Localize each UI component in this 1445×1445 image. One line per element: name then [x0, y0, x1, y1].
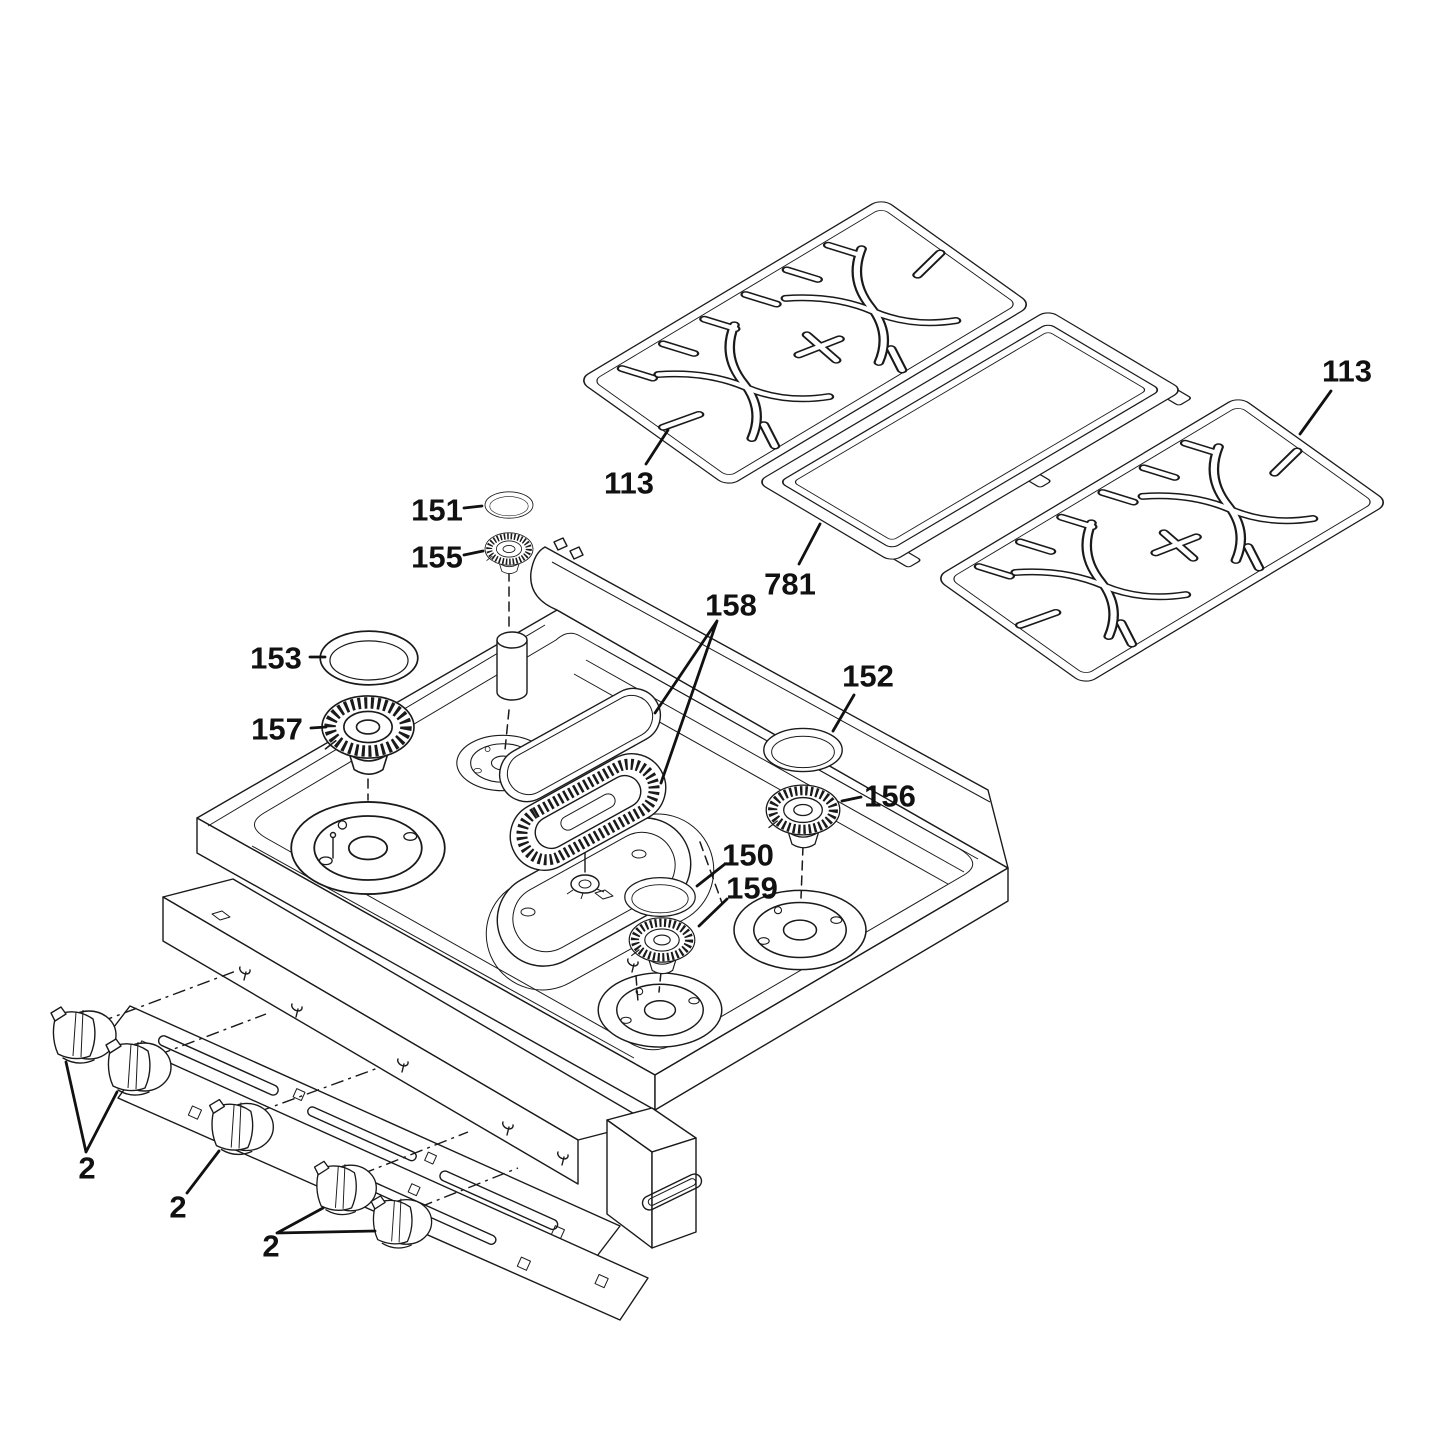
leader-159	[697, 897, 729, 928]
axis-right-rear	[800, 845, 804, 899]
manifold-bar-front	[162, 896, 579, 1185]
oval-base-boss	[631, 849, 647, 859]
cooktop-front-right-skirt	[654, 867, 1009, 1111]
leader-151	[462, 504, 484, 510]
part-label-2-middle: 2	[169, 1190, 186, 1225]
panel-end-slot	[641, 1173, 703, 1211]
part-label-113-left: 113	[604, 466, 654, 501]
manifold-bar-hole	[211, 910, 231, 921]
burner-cap-153	[319, 630, 419, 686]
part-label-113-right: 113	[1322, 354, 1372, 389]
part-label-781: 781	[764, 567, 816, 602]
leader-lines	[64, 389, 1333, 1235]
backsplash-clips	[553, 537, 584, 560]
leader-155	[462, 549, 485, 557]
cooktop-backsplash	[530, 546, 1009, 869]
leader-113-right	[1298, 389, 1333, 436]
leader-2-right	[275, 1206, 377, 1235]
part-label-156: 156	[864, 779, 916, 814]
part-label-152: 152	[842, 659, 894, 694]
oval-burner-cap	[498, 687, 662, 803]
deck-inner-outline	[254, 632, 974, 1051]
part-label-151: 151	[411, 493, 463, 528]
part-label-2-left: 2	[78, 1151, 95, 1186]
leader-152	[831, 693, 856, 733]
leader-781	[797, 522, 822, 566]
venturi-tube	[496, 631, 528, 701]
panel-end-block-side	[651, 1137, 697, 1249]
oval-spud-legs	[566, 888, 605, 900]
burner-head-155	[485, 533, 533, 574]
burner-cap-151	[484, 491, 534, 519]
leader-113-left	[644, 428, 670, 466]
axis-front-center	[635, 971, 662, 1003]
oval-assembly-axis	[699, 841, 723, 904]
burner-cap-150	[624, 877, 696, 917]
part-label-155: 155	[411, 540, 463, 575]
part-labels: 113 113 781 151 155 153 157 158 152 156 …	[78, 354, 1372, 1264]
oval-base-boss	[520, 907, 536, 917]
oval-burner-assembly	[485, 687, 723, 991]
oval-burner-ring	[509, 753, 667, 871]
control-panel-assembly	[50, 878, 703, 1321]
oval-spud-hole	[578, 879, 592, 889]
knob-axes	[99, 970, 519, 1208]
leader-156	[840, 795, 863, 803]
part-label-2-right: 2	[262, 1229, 279, 1264]
burner-base-front-center	[597, 972, 723, 1048]
part-label-153: 153	[250, 641, 302, 676]
leader-2-left	[64, 1060, 119, 1154]
part-label-150: 150	[722, 838, 774, 873]
leader-150	[695, 862, 727, 888]
left-burner-pin-head	[329, 831, 337, 839]
backsplash-flange-line	[551, 561, 991, 803]
valve-bracket-slots	[137, 1035, 565, 1240]
burner-base-left	[290, 801, 446, 895]
part-label-157: 157	[251, 712, 303, 747]
burner-cap-152	[763, 727, 843, 773]
leader-158	[653, 619, 719, 785]
control-knob-1	[50, 1006, 117, 1064]
part-label-159: 159	[726, 871, 778, 906]
axis-rear-center	[504, 571, 510, 751]
part-label-158: 158	[705, 588, 757, 623]
leader-157	[309, 725, 328, 730]
leader-2-middle	[185, 1149, 221, 1195]
oval-spud-ring	[570, 874, 600, 894]
